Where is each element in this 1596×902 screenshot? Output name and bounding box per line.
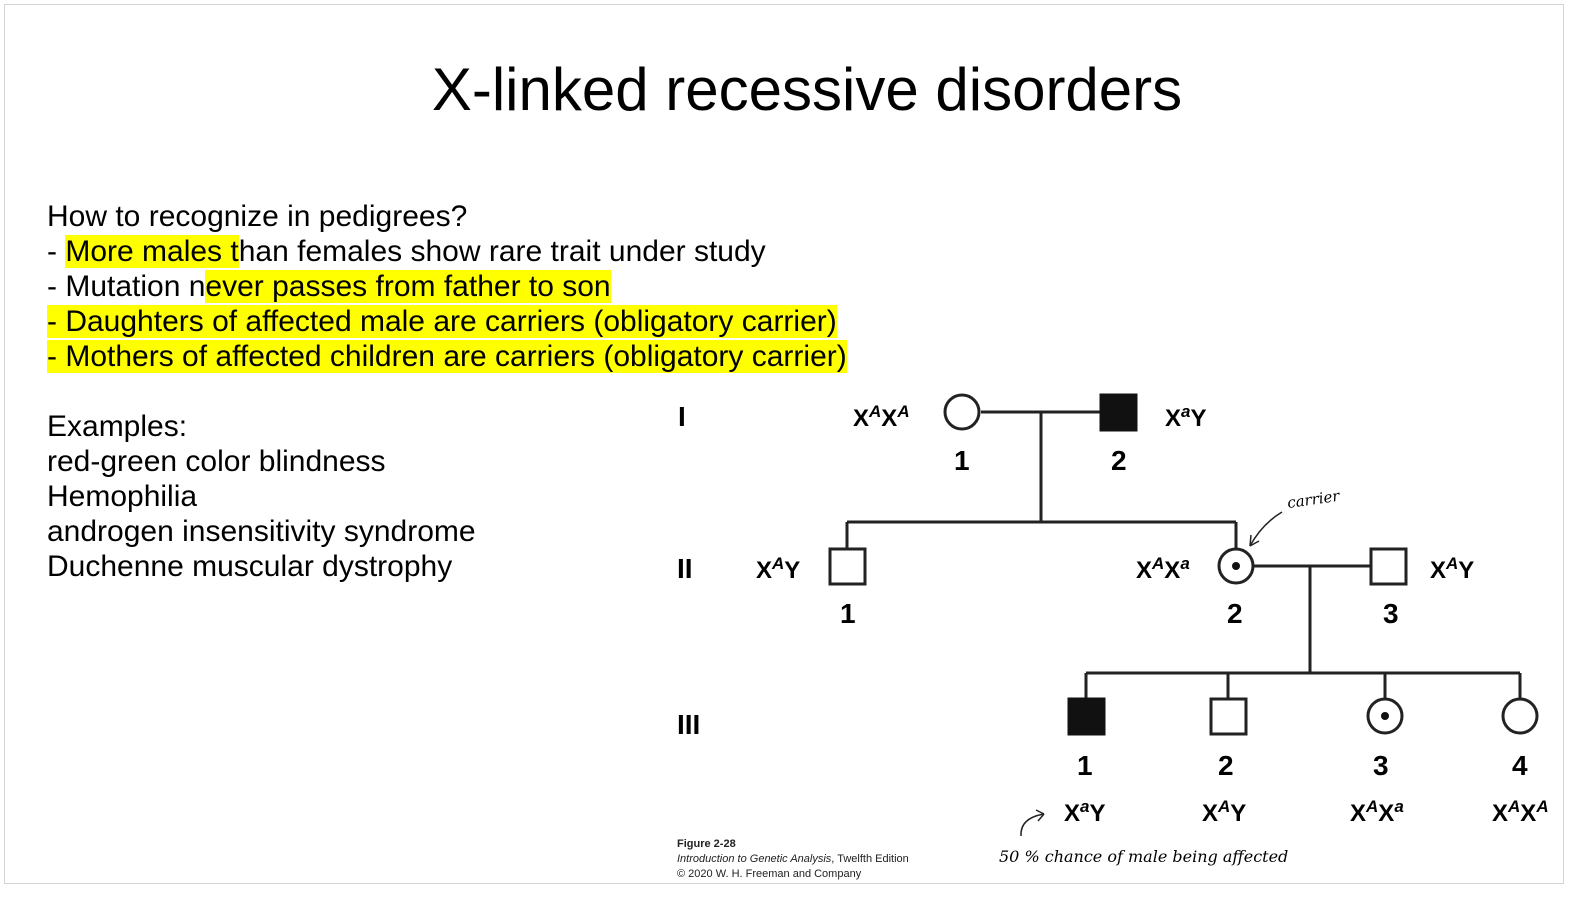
genotype-label: XAY (1202, 797, 1246, 827)
caption-figure: Figure 2-28 (677, 838, 736, 850)
bullet-3: - Daughters of affected male are carrier… (47, 304, 847, 339)
slide: X-linked recessive disorders How to reco… (4, 4, 1564, 884)
genotype-label: XAXa (1350, 797, 1404, 827)
example-item: Hemophilia (47, 480, 198, 513)
genotype-label: XAXA (853, 402, 910, 432)
male-unaffected-symbol (1369, 547, 1408, 586)
example-item: Duchenne muscular dystrophy (47, 550, 453, 583)
bullet-4: - Mothers of affected children are carri… (47, 339, 847, 374)
individual-number: 1 (840, 598, 856, 629)
caption-source: Introduction to Genetic Analysis, Twelft… (677, 853, 909, 865)
carrier-dot (1381, 712, 1389, 720)
female-unaffected-symbol (1501, 697, 1539, 735)
female-unaffected-symbol (943, 393, 981, 431)
bullet-2: - Mutation never passes from father to s… (47, 270, 611, 303)
carrier-annotation: carrier (1286, 487, 1341, 512)
individual-number: 3 (1373, 750, 1389, 781)
individual-number: 1 (1077, 750, 1093, 781)
individual-number: 3 (1383, 598, 1399, 629)
examples-list: Examples: red-green color blindness Hemo… (47, 409, 476, 584)
genotype-label: XaY (1165, 402, 1207, 432)
example-item: red-green color blindness (47, 445, 386, 478)
annotation-arrow (1020, 813, 1045, 837)
highlight: More males t (65, 235, 239, 268)
male-unaffected-symbol (1209, 697, 1248, 736)
caption-copyright: © 2020 W. H. Freeman and Company (677, 868, 862, 880)
arrow-head (1249, 534, 1260, 547)
highlight: - Daughters of affected male are carrier… (47, 305, 837, 338)
chance-annotation: 50 % chance of male being affected (999, 847, 1288, 866)
individual-number: 2 (1111, 445, 1127, 476)
individual-number: 1 (954, 445, 970, 476)
bullet-1: - More males than females show rare trai… (47, 235, 766, 268)
highlight: ever passes from father to son (205, 270, 611, 303)
examples-heading: Examples: (47, 410, 188, 443)
male-affected-symbol (1099, 393, 1138, 432)
genotype-label: XaY (1064, 797, 1106, 827)
genotype-label: XAY (1430, 554, 1474, 584)
generation-label: III (677, 709, 700, 740)
male-unaffected-symbol (828, 547, 867, 586)
recognition-criteria: How to recognize in pedigrees? - More ma… (47, 199, 847, 374)
example-item: androgen insensitivity syndrome (47, 515, 476, 548)
arrow-head (1035, 809, 1045, 822)
carrier-dot (1232, 562, 1240, 570)
individual-number: 2 (1227, 598, 1243, 629)
question-line: How to recognize in pedigrees? (47, 200, 468, 233)
genotype-label: XAXa (1136, 554, 1190, 584)
genotype-label: XAXA (1492, 797, 1549, 827)
slide-title: X-linked recessive disorders (431, 56, 1183, 123)
annotation-arrow (1249, 511, 1283, 547)
genotype-label: XAY (756, 554, 800, 584)
highlight: - Mothers of affected children are carri… (47, 340, 847, 373)
generation-label: II (677, 553, 693, 584)
male-affected-symbol (1067, 697, 1106, 736)
figure-caption: Figure 2-28 Introduction to Genetic Anal… (677, 837, 909, 882)
individual-number: 2 (1218, 750, 1234, 781)
generation-label: I (678, 401, 686, 432)
individual-number: 4 (1512, 750, 1528, 781)
